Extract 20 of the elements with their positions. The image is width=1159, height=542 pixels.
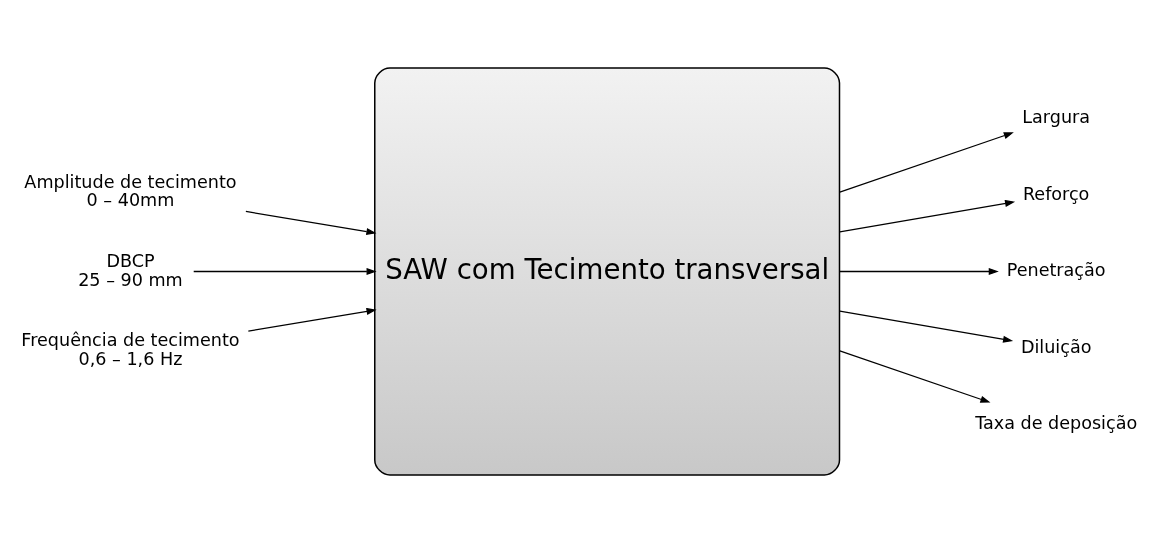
node-text: DBCP [106, 250, 155, 271]
node-text: Largura [1022, 106, 1091, 127]
arrow [193, 267, 377, 275]
arrow [839, 349, 991, 403]
node-text: Reforço [1022, 183, 1090, 204]
node-text: Frequência de tecimento [21, 329, 240, 350]
node-box: SAW com Tecimento transversal [374, 66, 841, 476]
arrow [247, 307, 377, 332]
arrow [839, 131, 1014, 193]
arrow [245, 210, 377, 235]
arrow [839, 310, 1014, 343]
node-label: 0,6 – 1,6 Hz [78, 348, 183, 369]
arrow [839, 199, 1016, 232]
node-text: Amplitude de tecimento [24, 171, 237, 192]
node-text: Taxa de deposição [975, 412, 1138, 433]
arrow [839, 267, 999, 275]
node-text: Diluição [1020, 336, 1092, 357]
node-label: 0 – 40mm [86, 189, 175, 210]
node-text: Penetração [1006, 259, 1106, 280]
node-label: 25 – 90 mm [78, 269, 183, 290]
